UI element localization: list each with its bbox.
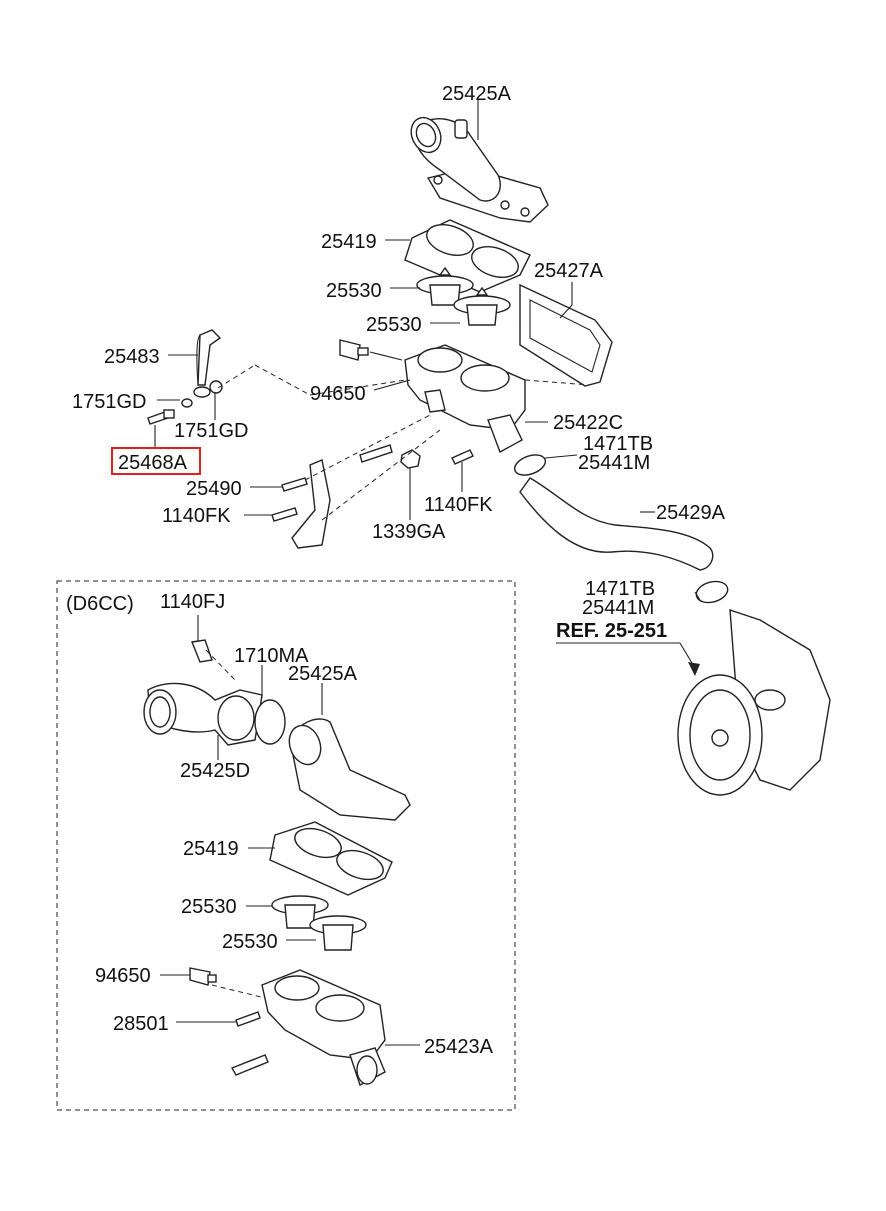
inset-gasket-25419-part — [269, 821, 393, 896]
label-clamp-1-a: 1471TB — [583, 433, 653, 455]
label-inset-thermostat-2: 25530 — [222, 931, 278, 953]
label-hose: 25429A — [656, 502, 726, 524]
label-inset-sensor: 94650 — [95, 965, 151, 987]
label-inset-gasket: 25419 — [183, 838, 239, 860]
label-inset-housing: 25423A — [424, 1036, 494, 1058]
label-clamp-2-b: 25441M — [582, 597, 654, 619]
outlet-25425a-part — [410, 116, 549, 223]
inset-thermostat-1-part — [271, 895, 329, 929]
label-inset-elbow: 25425D — [180, 760, 250, 782]
label-washer-1: 1751GD — [72, 391, 147, 413]
leader-lines-inset — [160, 615, 420, 1046]
label-inset-outlet: 25425A — [288, 663, 358, 685]
inset-bolt-1140fj-part — [191, 639, 213, 663]
washer-1751gd-part — [181, 380, 223, 408]
variant-inset-box — [56, 580, 516, 1111]
inset-plug-28501-part — [235, 1011, 261, 1027]
bolt-25468a-part — [147, 409, 175, 425]
nut-1339ga-part — [400, 449, 421, 469]
label-side-gasket: 25427A — [534, 260, 604, 282]
housing-25422c-part — [404, 344, 526, 454]
label-inset-oring: 1710MA — [234, 645, 309, 667]
inset-stud-part — [230, 1054, 269, 1076]
bracket-part — [291, 459, 331, 549]
label-inset-thermostat-1: 25530 — [181, 896, 237, 918]
water-pump-part — [677, 609, 831, 796]
label-top-thermostat-2: 25530 — [366, 314, 422, 336]
label-nut: 1339GA — [372, 521, 446, 543]
hose-25429a-part — [519, 477, 714, 571]
stud-25490-part — [281, 477, 308, 492]
thermostat-top-1-part — [416, 266, 474, 306]
label-washer-2: 1751GD — [174, 420, 249, 442]
label-variant: (D6CC) — [66, 593, 134, 615]
thermostat-top-2-part — [453, 286, 511, 326]
stud-long-part — [359, 444, 393, 463]
bolt-1140fk-mid-part — [451, 449, 474, 465]
inset-outlet-25425a-part — [288, 718, 411, 821]
inset-housing-25423a-part — [261, 969, 386, 1086]
sensor-94650-top-part — [339, 339, 369, 361]
highlight-box — [111, 447, 201, 475]
inset-elbow-25425d-part — [143, 682, 263, 746]
label-bolt-mid: 1140FK — [424, 494, 493, 516]
clamp-1-part — [513, 454, 547, 476]
label-stud: 25490 — [186, 478, 242, 500]
inset-thermostat-2-part — [309, 915, 367, 951]
label-top-thermostat-1: 25530 — [326, 280, 382, 302]
label-inset-bolt: 1140FJ — [160, 591, 225, 613]
label-top-outlet: 25425A — [442, 83, 512, 105]
inset-sensor-94650-part — [189, 967, 217, 986]
label-ref: REF. 25-251 — [556, 620, 667, 642]
clamp-2-part — [695, 580, 729, 604]
bolt-1140fk-left-part — [271, 507, 298, 522]
label-bolt-left: 1140FK — [162, 505, 231, 527]
label-sensor-top: 94650 — [310, 383, 366, 405]
gasket-25427a-part — [519, 283, 613, 387]
label-bolt-highlight: 25468A — [118, 452, 188, 474]
label-housing: 25422C — [553, 412, 623, 434]
label-inset-plug: 28501 — [113, 1013, 169, 1035]
label-top-gasket: 25419 — [321, 231, 377, 253]
leader-lines-top — [154, 100, 701, 676]
gasket-25419-part — [404, 219, 531, 293]
bypass-pipe-25483-part — [196, 329, 222, 386]
label-clamp-1-b: 25441M — [578, 452, 650, 474]
label-bypass-pipe: 25483 — [104, 346, 160, 368]
inset-oring-1710ma-part — [254, 699, 286, 745]
label-clamp-2-a: 1471TB — [585, 578, 655, 600]
